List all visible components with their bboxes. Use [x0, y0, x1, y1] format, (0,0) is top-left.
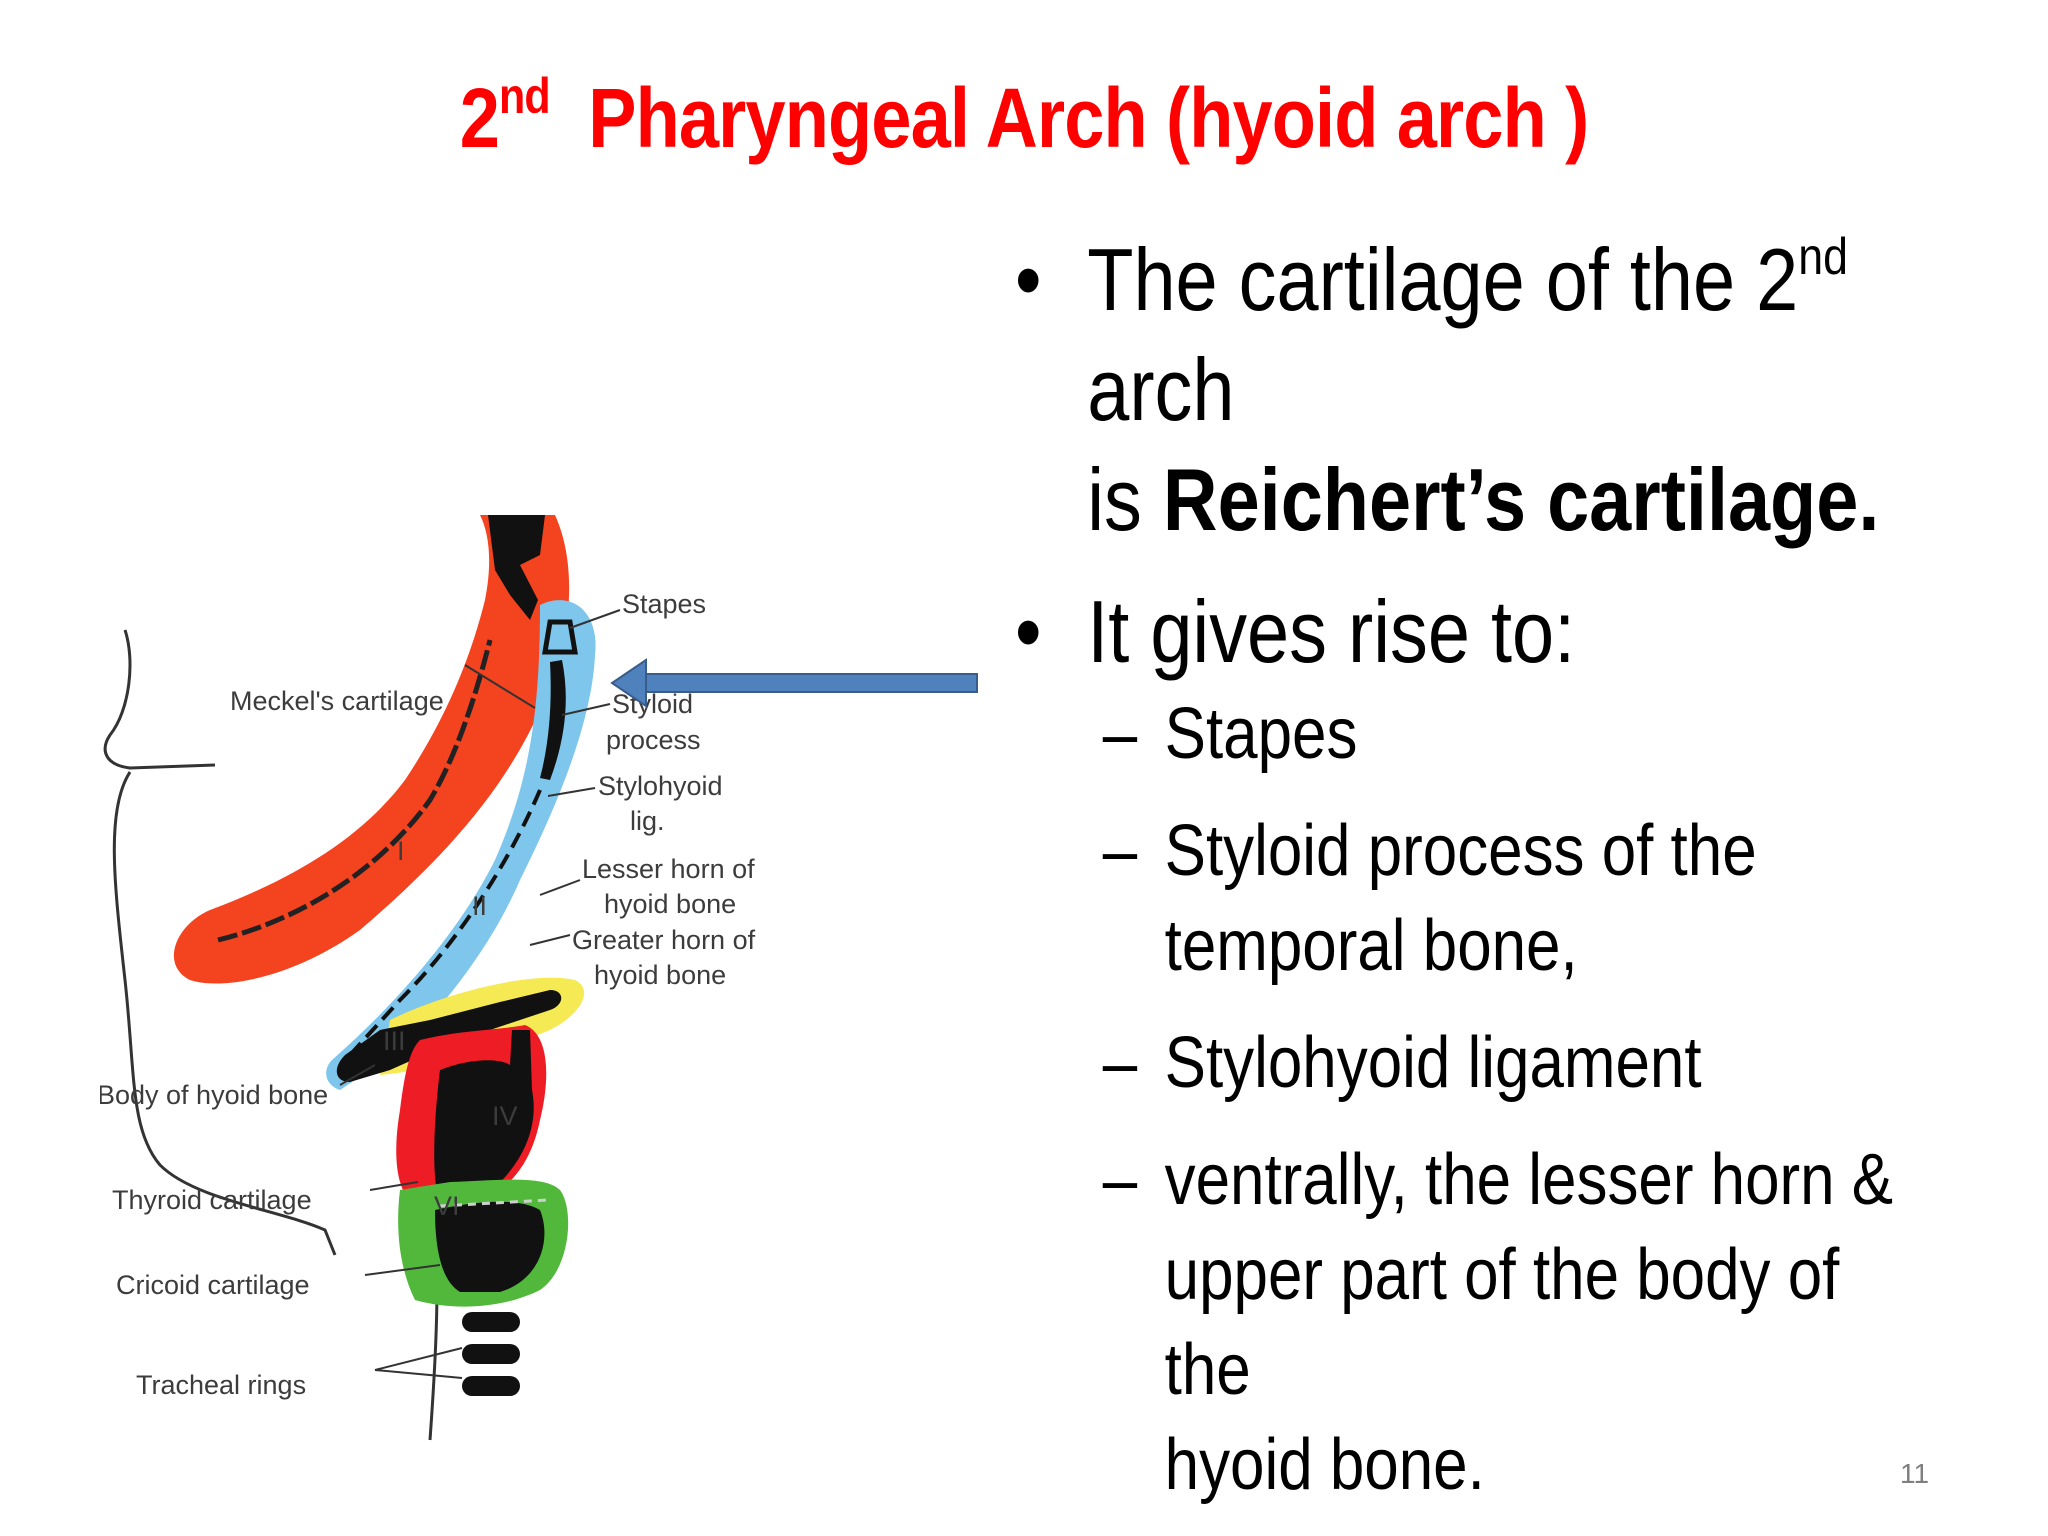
bullet-text: is [1087, 450, 1163, 549]
sub-bullet-text: upper part of the body of the [1164, 1235, 1840, 1410]
page-number: 11 [1900, 1458, 1930, 1489]
styloid-process-shape [540, 660, 566, 780]
bullet-superscript: nd [1798, 228, 1848, 286]
label-greater-horn-line1: Greater horn of [572, 925, 756, 955]
bullet-bold-text: Reichert’s cartilage. [1162, 450, 1880, 549]
bullet-text: The cartilage of the 2 [1087, 230, 1799, 329]
label-stapes: Stapes [622, 589, 706, 619]
label-greater-horn-line2: hyoid bone [594, 960, 726, 990]
label-meckels-cartilage: Meckel's cartilage [230, 686, 444, 716]
sub-bullet-text: Stylohyoid ligament [1164, 1023, 1702, 1103]
tracheal-ring [462, 1376, 520, 1396]
sub-bullet-text: temporal bone, [1164, 906, 1578, 986]
label-styloid-line1: Styloid [612, 689, 693, 719]
label-cricoid-cartilage: Cricoid cartilage [116, 1270, 310, 1300]
ear-ossicles [488, 515, 545, 620]
sub-bullet-dash: – [1102, 694, 1138, 774]
sub-bullet-dash: – [1102, 1023, 1138, 1103]
title-text: Pharyngeal Arch (hyoid arch ) [588, 71, 1589, 165]
sub-bullet-text: Styloid process of the [1164, 811, 1757, 891]
sub-bullet-text: hyoid bone. [1164, 1425, 1485, 1505]
sub-bullet-text: Stapes [1164, 694, 1358, 774]
sub-bullet-dash: – [1102, 811, 1138, 891]
sub-bullet-styloid-process: –Styloid process of the temporal bone, [1015, 804, 1901, 994]
stylohyoid-dashed-line [348, 789, 542, 1057]
arch-1-meckels-cartilage [173, 515, 570, 984]
bullet-text: It gives rise to: [1087, 582, 1576, 681]
tracheal-ring [462, 1312, 520, 1332]
sub-bullet-dash: – [1102, 1140, 1138, 1220]
label-stylohyoid-line2: lig. [630, 806, 665, 836]
label-stylohyoid-line1: Stylohyoid [598, 771, 723, 801]
label-styloid-line2: process [606, 725, 701, 755]
bullet-dot: • [1015, 582, 1042, 681]
slide-title: 2nd Pharyngeal Arch (hyoid arch ) [143, 58, 1904, 178]
roman-numeral-4: IV [492, 1101, 518, 1131]
roman-numeral-1: I [397, 836, 405, 866]
pointer-arrow [610, 658, 978, 708]
thyroid-cricoid-divider [439, 1198, 549, 1208]
bullet-reicherts-cartilage: • The cartilage of the 2nd arch is Reicher… [1015, 225, 1901, 555]
face-outline [103, 629, 337, 1256]
arch-2-hyoid-arch [326, 600, 596, 1090]
bullet-text: arch [1087, 340, 1235, 439]
roman-numeral-3: III [383, 1026, 406, 1056]
label-lesser-horn-line1: Lesser horn of [582, 854, 755, 884]
meckels-dashed-line [217, 639, 493, 943]
pharyngeal-arch-diagram: Stapes Meckel's cartilage Styloid proces… [100, 515, 978, 1441]
label-body-of-hyoid: Body of hyoid bone [100, 1080, 328, 1110]
bullet-gives-rise-to: • It gives rise to: [1015, 577, 1901, 687]
bullet-dot: • [1015, 230, 1042, 329]
sub-bullet-stapes: –Stapes [1015, 687, 1901, 782]
title-number: 2 [459, 71, 500, 165]
stapes-shape [542, 619, 578, 655]
label-thyroid-cartilage: Thyroid cartilage [112, 1185, 312, 1215]
sub-bullet-text: ventrally, the lesser horn & [1164, 1140, 1894, 1220]
title-superscript: nd [499, 68, 551, 124]
bullet-list: • The cartilage of the 2nd arch is Reicher… [1015, 225, 1901, 1513]
sub-bullet-stylohyoid-ligament: –Stylohyoid ligament [1015, 1016, 1901, 1111]
tracheal-ring [462, 1344, 520, 1364]
thyroid-cartilage-shape [434, 1030, 534, 1200]
roman-numeral-6: VI [434, 1191, 460, 1221]
sub-bullet-lesser-horn: –ventrally, the lesser horn & upper part … [1015, 1133, 1901, 1513]
label-tracheal-rings: Tracheal rings [136, 1370, 306, 1400]
cricoid-cartilage-shape [435, 1201, 545, 1292]
roman-numeral-2: II [472, 891, 487, 921]
label-lesser-horn-line2: hyoid bone [604, 889, 736, 919]
leader-lines [339, 609, 621, 1379]
